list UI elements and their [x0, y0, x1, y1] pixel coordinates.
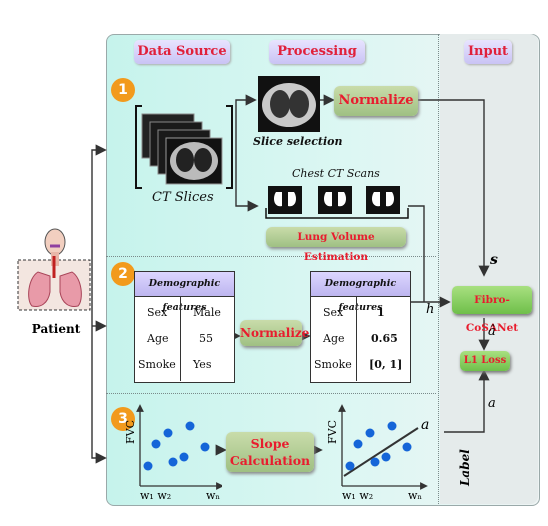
plot-raw-tick-w1w2: w₁ w₂ — [140, 489, 172, 502]
patient-lungs-icon — [17, 228, 91, 311]
plot-fit-ylabel: FVC — [326, 420, 339, 444]
table-raw-row-age-key: Age — [147, 332, 169, 345]
slice-selection-image — [258, 76, 320, 132]
table-norm-row-sex-key: Sex — [323, 306, 344, 319]
header-data-source: Data Source — [134, 40, 230, 64]
normalize-button-mid: Normalize — [240, 320, 309, 346]
table-raw-divider — [180, 297, 181, 381]
ct-slices-stack — [135, 105, 233, 189]
chest-ct-scans — [265, 186, 409, 219]
plot-raw-ylabel: FVC — [124, 420, 137, 444]
table-raw-row-age-val: 55 — [199, 332, 213, 345]
table-raw-row-sex-val: Male — [193, 306, 221, 319]
step-1-badge: 1 — [111, 78, 135, 102]
header-processing: Processing — [269, 40, 365, 64]
table-norm-row-sex-val: 1 — [377, 306, 385, 319]
fibro-cosanet-box: Fibro-CoSANet — [452, 286, 532, 334]
slope-calc-line1: Slope — [250, 436, 290, 451]
symbol-a-hat: â — [488, 324, 496, 339]
ct-slices-label: CT Slices — [152, 190, 214, 205]
demographic-table-raw: Demographic features Sex Male Age 55 Smo… — [134, 271, 235, 383]
symbol-a: a — [488, 396, 496, 411]
patient-label: Patient — [31, 322, 81, 336]
table-norm-title: Demographic features — [311, 272, 410, 313]
table-norm-row-smoke-val: [0, 1] — [369, 358, 403, 371]
fvc-scatter-raw — [136, 404, 222, 490]
step-3-badge: 3 — [111, 407, 135, 431]
divider-2 — [106, 393, 436, 394]
l1-loss-box: L1 Loss — [460, 351, 510, 371]
symbol-h: h — [426, 302, 435, 317]
table-raw-row-smoke-val: Yes — [193, 358, 212, 371]
chest-ct-label: Chest CT Scans — [292, 167, 380, 180]
table-norm-row-age-key: Age — [323, 332, 345, 345]
slice-selection-label: Slice selection — [253, 135, 343, 148]
slope-calc-button: Slope Calculation — [226, 432, 314, 472]
plot-fit-tick-wn: wₙ — [408, 489, 423, 502]
input-divider — [438, 34, 439, 504]
header-input: Input — [464, 40, 512, 64]
normalize-button-top: Normalize — [334, 86, 418, 116]
fvc-scatter-fit — [338, 404, 428, 490]
step-2-badge: 2 — [111, 262, 135, 286]
table-raw-row-smoke-key: Smoke — [138, 358, 176, 371]
symbol-a-line: a — [421, 417, 430, 433]
demographic-table-normalized: Demographic features Sex 1 Age 0.65 Smok… — [310, 271, 411, 383]
divider-1 — [106, 256, 436, 257]
plot-raw-tick-wn: wₙ — [206, 489, 221, 502]
lung-volume-button: Lung Volume Estimation — [266, 227, 406, 263]
table-raw-row-sex-key: Sex — [147, 306, 168, 319]
table-raw-title: Demographic features — [135, 272, 234, 313]
table-norm-row-smoke-key: Smoke — [314, 358, 352, 371]
slope-calc-line2: Calculation — [229, 453, 311, 468]
plot-fit-tick-w1w2: w₁ w₂ — [342, 489, 374, 502]
symbol-s: s — [490, 252, 498, 268]
table-norm-row-age-val: 0.65 — [371, 332, 398, 345]
table-norm-divider — [356, 297, 357, 381]
label-text: Label — [458, 449, 472, 486]
